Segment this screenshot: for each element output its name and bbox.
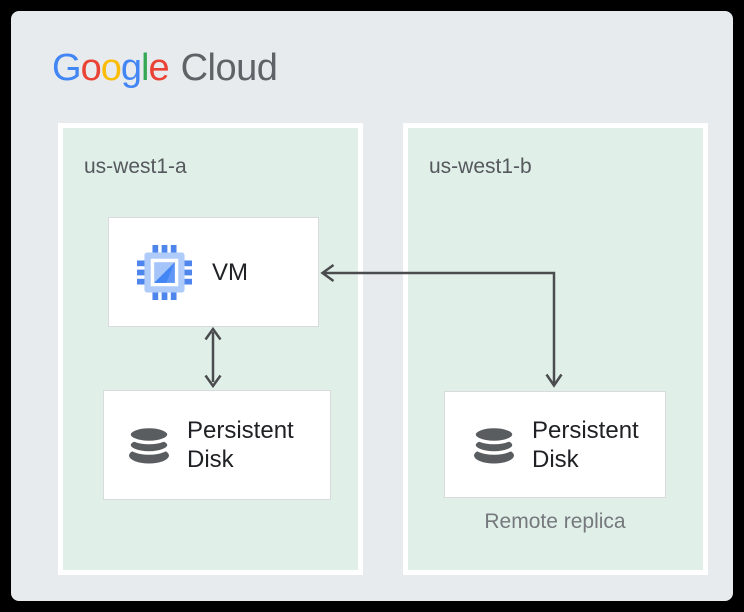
vm-node: VM bbox=[108, 217, 319, 327]
logo-letter: o bbox=[100, 47, 122, 89]
compute-engine-icon bbox=[137, 244, 192, 300]
remote-replica-caption: Remote replica bbox=[484, 510, 626, 533]
logo-letter: o bbox=[80, 47, 102, 89]
persistent-disk-b-node: Persistent Disk bbox=[444, 391, 666, 498]
logo-letter: e bbox=[148, 47, 169, 89]
zone-us-west1-a: us-west1-a bbox=[58, 123, 363, 575]
logo-letter: g bbox=[120, 47, 142, 89]
persistent-disk-a-label: Persistent Disk bbox=[187, 417, 294, 473]
zone-a-label: us-west1-a bbox=[84, 155, 187, 178]
google-cloud-logo: Google Cloud bbox=[52, 47, 278, 89]
logo-letter: G bbox=[52, 47, 82, 89]
logo-cloud-word: Cloud bbox=[180, 47, 278, 89]
persistent-disk-icon bbox=[127, 425, 171, 464]
zone-us-west1-b: us-west1-b Remote replica bbox=[403, 123, 708, 575]
logo-letter: l bbox=[140, 47, 150, 89]
vm-label: VM bbox=[212, 258, 248, 286]
persistent-disk-a-node: Persistent Disk bbox=[103, 390, 331, 500]
diagram-canvas: Google Cloud us-west1-a us-west1-b Remote… bbox=[11, 11, 733, 601]
persistent-disk-b-label: Persistent Disk bbox=[532, 416, 639, 473]
persistent-disk-icon bbox=[472, 424, 516, 463]
zone-b-label: us-west1-b bbox=[429, 155, 532, 178]
